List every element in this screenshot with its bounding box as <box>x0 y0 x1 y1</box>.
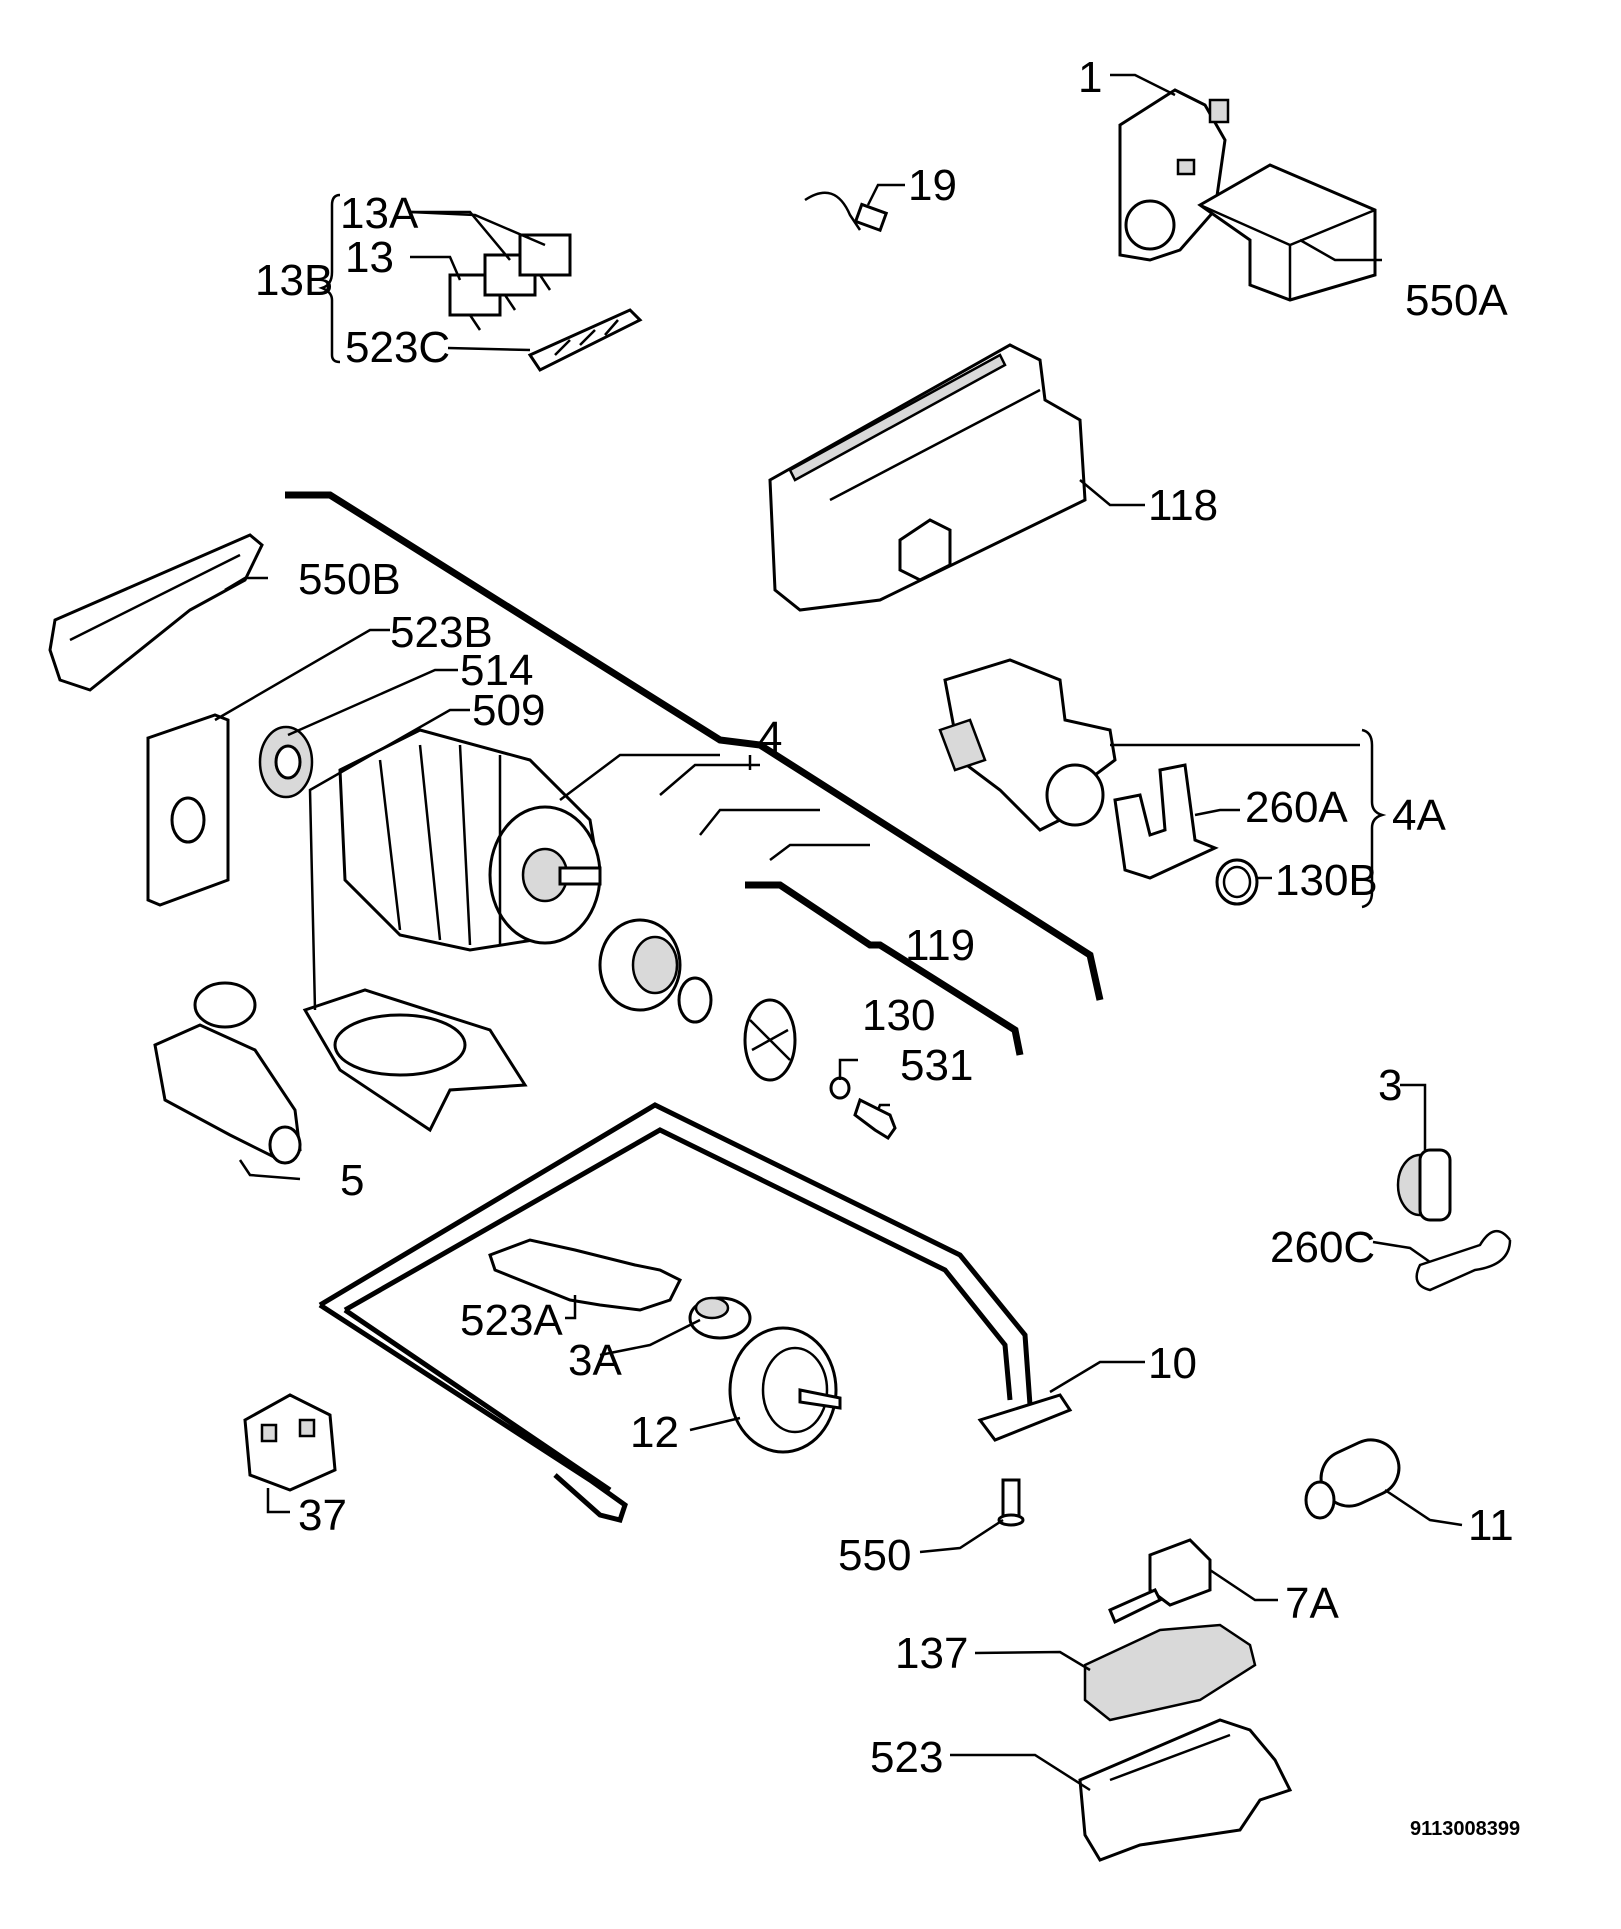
part-550a-box <box>1197 163 1377 302</box>
label-4a: 4A <box>1392 791 1446 840</box>
part-550-bolt <box>997 1478 1025 1527</box>
label-3a: 3A <box>568 1336 622 1385</box>
label-260a: 260A <box>1245 783 1348 832</box>
label-1: 1 <box>1078 53 1102 102</box>
part-19-probe <box>804 191 889 233</box>
label-550: 550 <box>838 1531 911 1580</box>
label-3: 3 <box>1378 1061 1402 1110</box>
label-10: 10 <box>1148 1339 1197 1388</box>
part-137-filter <box>1083 1623 1257 1722</box>
part-7a-microswitch <box>1108 1538 1212 1625</box>
label-13a: 13A <box>340 189 419 238</box>
label-37: 37 <box>298 1491 347 1540</box>
label-550b: 550B <box>298 555 401 604</box>
label-119: 119 <box>905 921 975 970</box>
part-531-screw <box>853 1097 897 1141</box>
part-523-housing <box>1078 1718 1293 1862</box>
part-118-dispenser <box>768 343 1087 612</box>
label-509: 509 <box>472 686 545 735</box>
part-13-relay-block <box>448 233 572 331</box>
part-4a-pump <box>938 658 1117 832</box>
part-3a-thermostat <box>688 1296 752 1340</box>
label-13b: 13B <box>255 256 333 305</box>
label-550a: 550A <box>1405 276 1508 325</box>
label-5: 5 <box>340 1156 364 1205</box>
label-523a: 523A <box>460 1296 563 1345</box>
label-130: 130 <box>862 991 935 1040</box>
label-531: 531 <box>900 1041 973 1090</box>
part-523b-panel <box>146 713 230 907</box>
label-11: 11 <box>1468 1501 1514 1550</box>
label-137: 137 <box>895 1629 968 1678</box>
label-523b: 523B <box>390 608 493 657</box>
part-523c-bracket <box>527 308 643 372</box>
part-130b-oring <box>1215 858 1259 906</box>
part-550b-cover <box>48 533 264 692</box>
part-514-bearing <box>258 725 314 799</box>
label-514: 514 <box>460 646 533 695</box>
part-1-timer <box>1118 88 1230 262</box>
part-12-chamber <box>728 1326 842 1454</box>
part-130-ring <box>829 1076 851 1100</box>
label-523: 523 <box>870 1733 943 1782</box>
label-7a: 7A <box>1285 1579 1339 1628</box>
part-5-valve <box>153 981 302 1165</box>
label-4: 4 <box>758 713 782 762</box>
assembly-bar-4 <box>285 491 1104 1001</box>
part-509-motor <box>338 728 602 952</box>
label-130b: 130B <box>1275 856 1378 905</box>
callout-labels: 1 19 550A 13A 13 13B 523C 118 550B 523B … <box>255 53 1520 1840</box>
part-509-gasket <box>302 988 528 1133</box>
part-11-capacitor <box>1304 1438 1401 1520</box>
assembly-bar-119 <box>745 881 1024 1056</box>
part-10-heater <box>318 1102 1073 1523</box>
part-260c-clip <box>1415 1230 1512 1292</box>
label-118: 118 <box>1148 481 1218 530</box>
label-13: 13 <box>345 233 394 282</box>
label-523c: 523C <box>345 323 450 372</box>
part-3-switch <box>1396 1148 1452 1222</box>
leader-lines <box>214 73 1463 1792</box>
label-19: 19 <box>908 161 957 210</box>
part-260a-clip <box>1113 763 1219 880</box>
label-12: 12 <box>630 1408 679 1457</box>
part-119-pump-parts <box>598 918 713 1024</box>
document-number: 9113008399 <box>1410 1818 1520 1840</box>
label-260c: 260C <box>1270 1223 1375 1272</box>
part-119-impeller <box>743 998 797 1082</box>
part-523a-holder <box>488 1238 683 1312</box>
part-37-block <box>243 1393 337 1492</box>
